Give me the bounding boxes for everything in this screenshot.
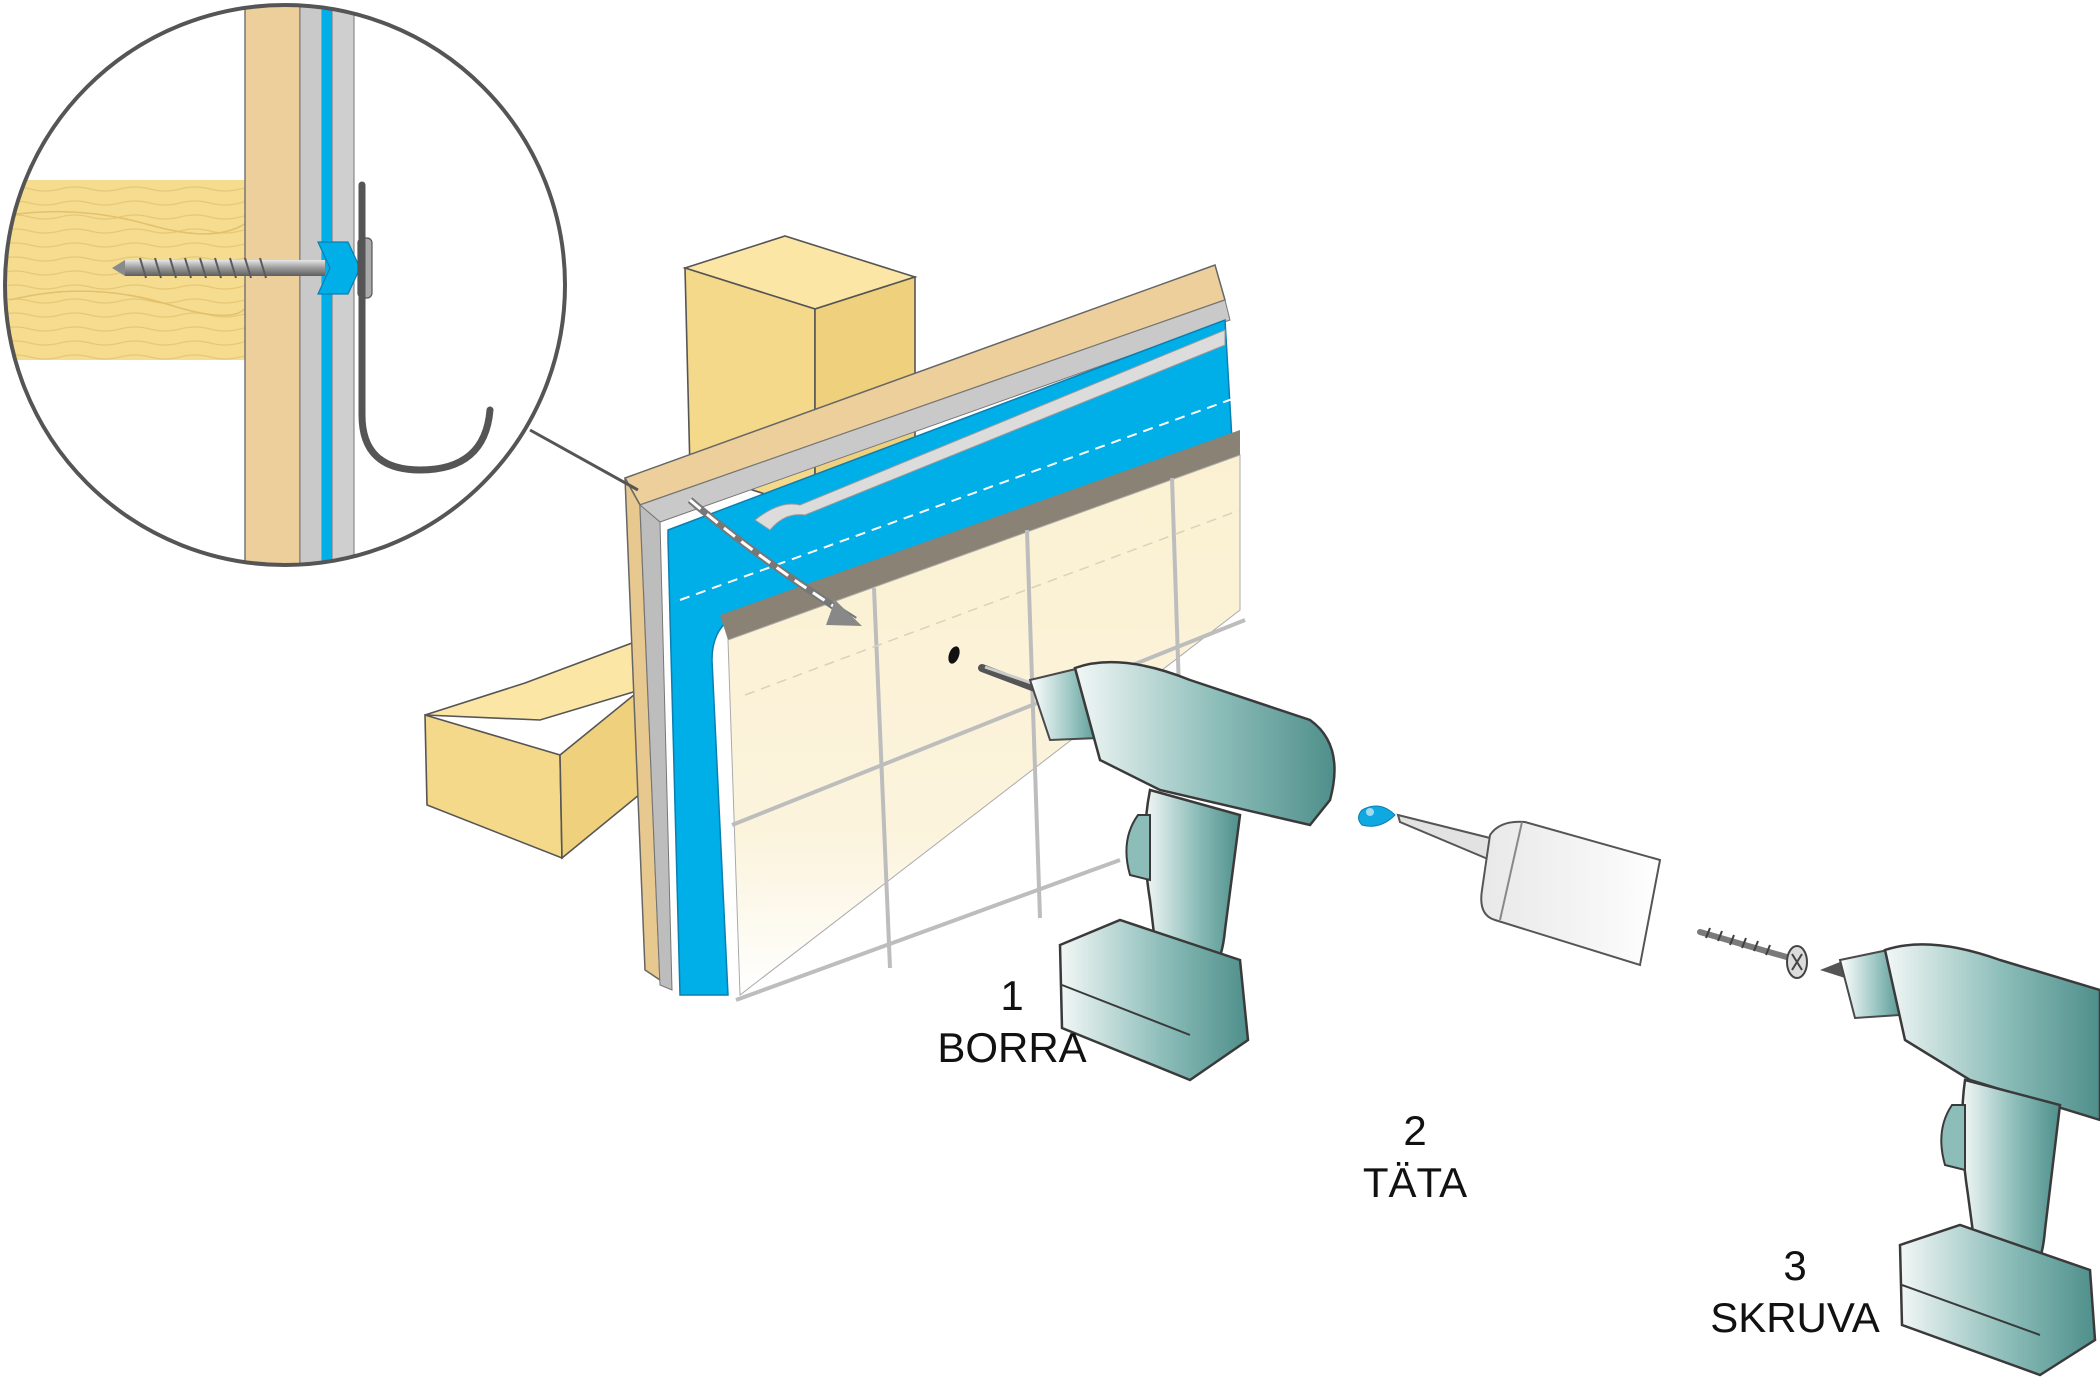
step-1-text: BORRA [937,1024,1087,1071]
detail-magnifier [3,3,639,567]
wall-section [623,264,1246,1002]
drill-icon [978,660,1336,1082]
step-1-number: 1 [1000,972,1024,1019]
step-1-label: 1 BORRA [882,970,1142,1074]
hook-icon [358,181,494,474]
timber-stud-lower [424,638,646,860]
step-2-text: TÄTA [1362,1159,1468,1206]
drill-icon-2 [1820,943,2100,1377]
direction-arrow [687,497,862,626]
step-3-label: 3 SKRUVA [1665,1240,1925,1344]
step-2-label: 2 TÄTA [1285,1105,1545,1209]
step-2-number: 2 [1403,1107,1427,1154]
screw-small-icon [1697,927,1808,979]
sealant-tube-icon [1358,805,1662,967]
step-3-text: SKRUVA [1710,1294,1880,1341]
step-3-number: 3 [1783,1242,1807,1289]
